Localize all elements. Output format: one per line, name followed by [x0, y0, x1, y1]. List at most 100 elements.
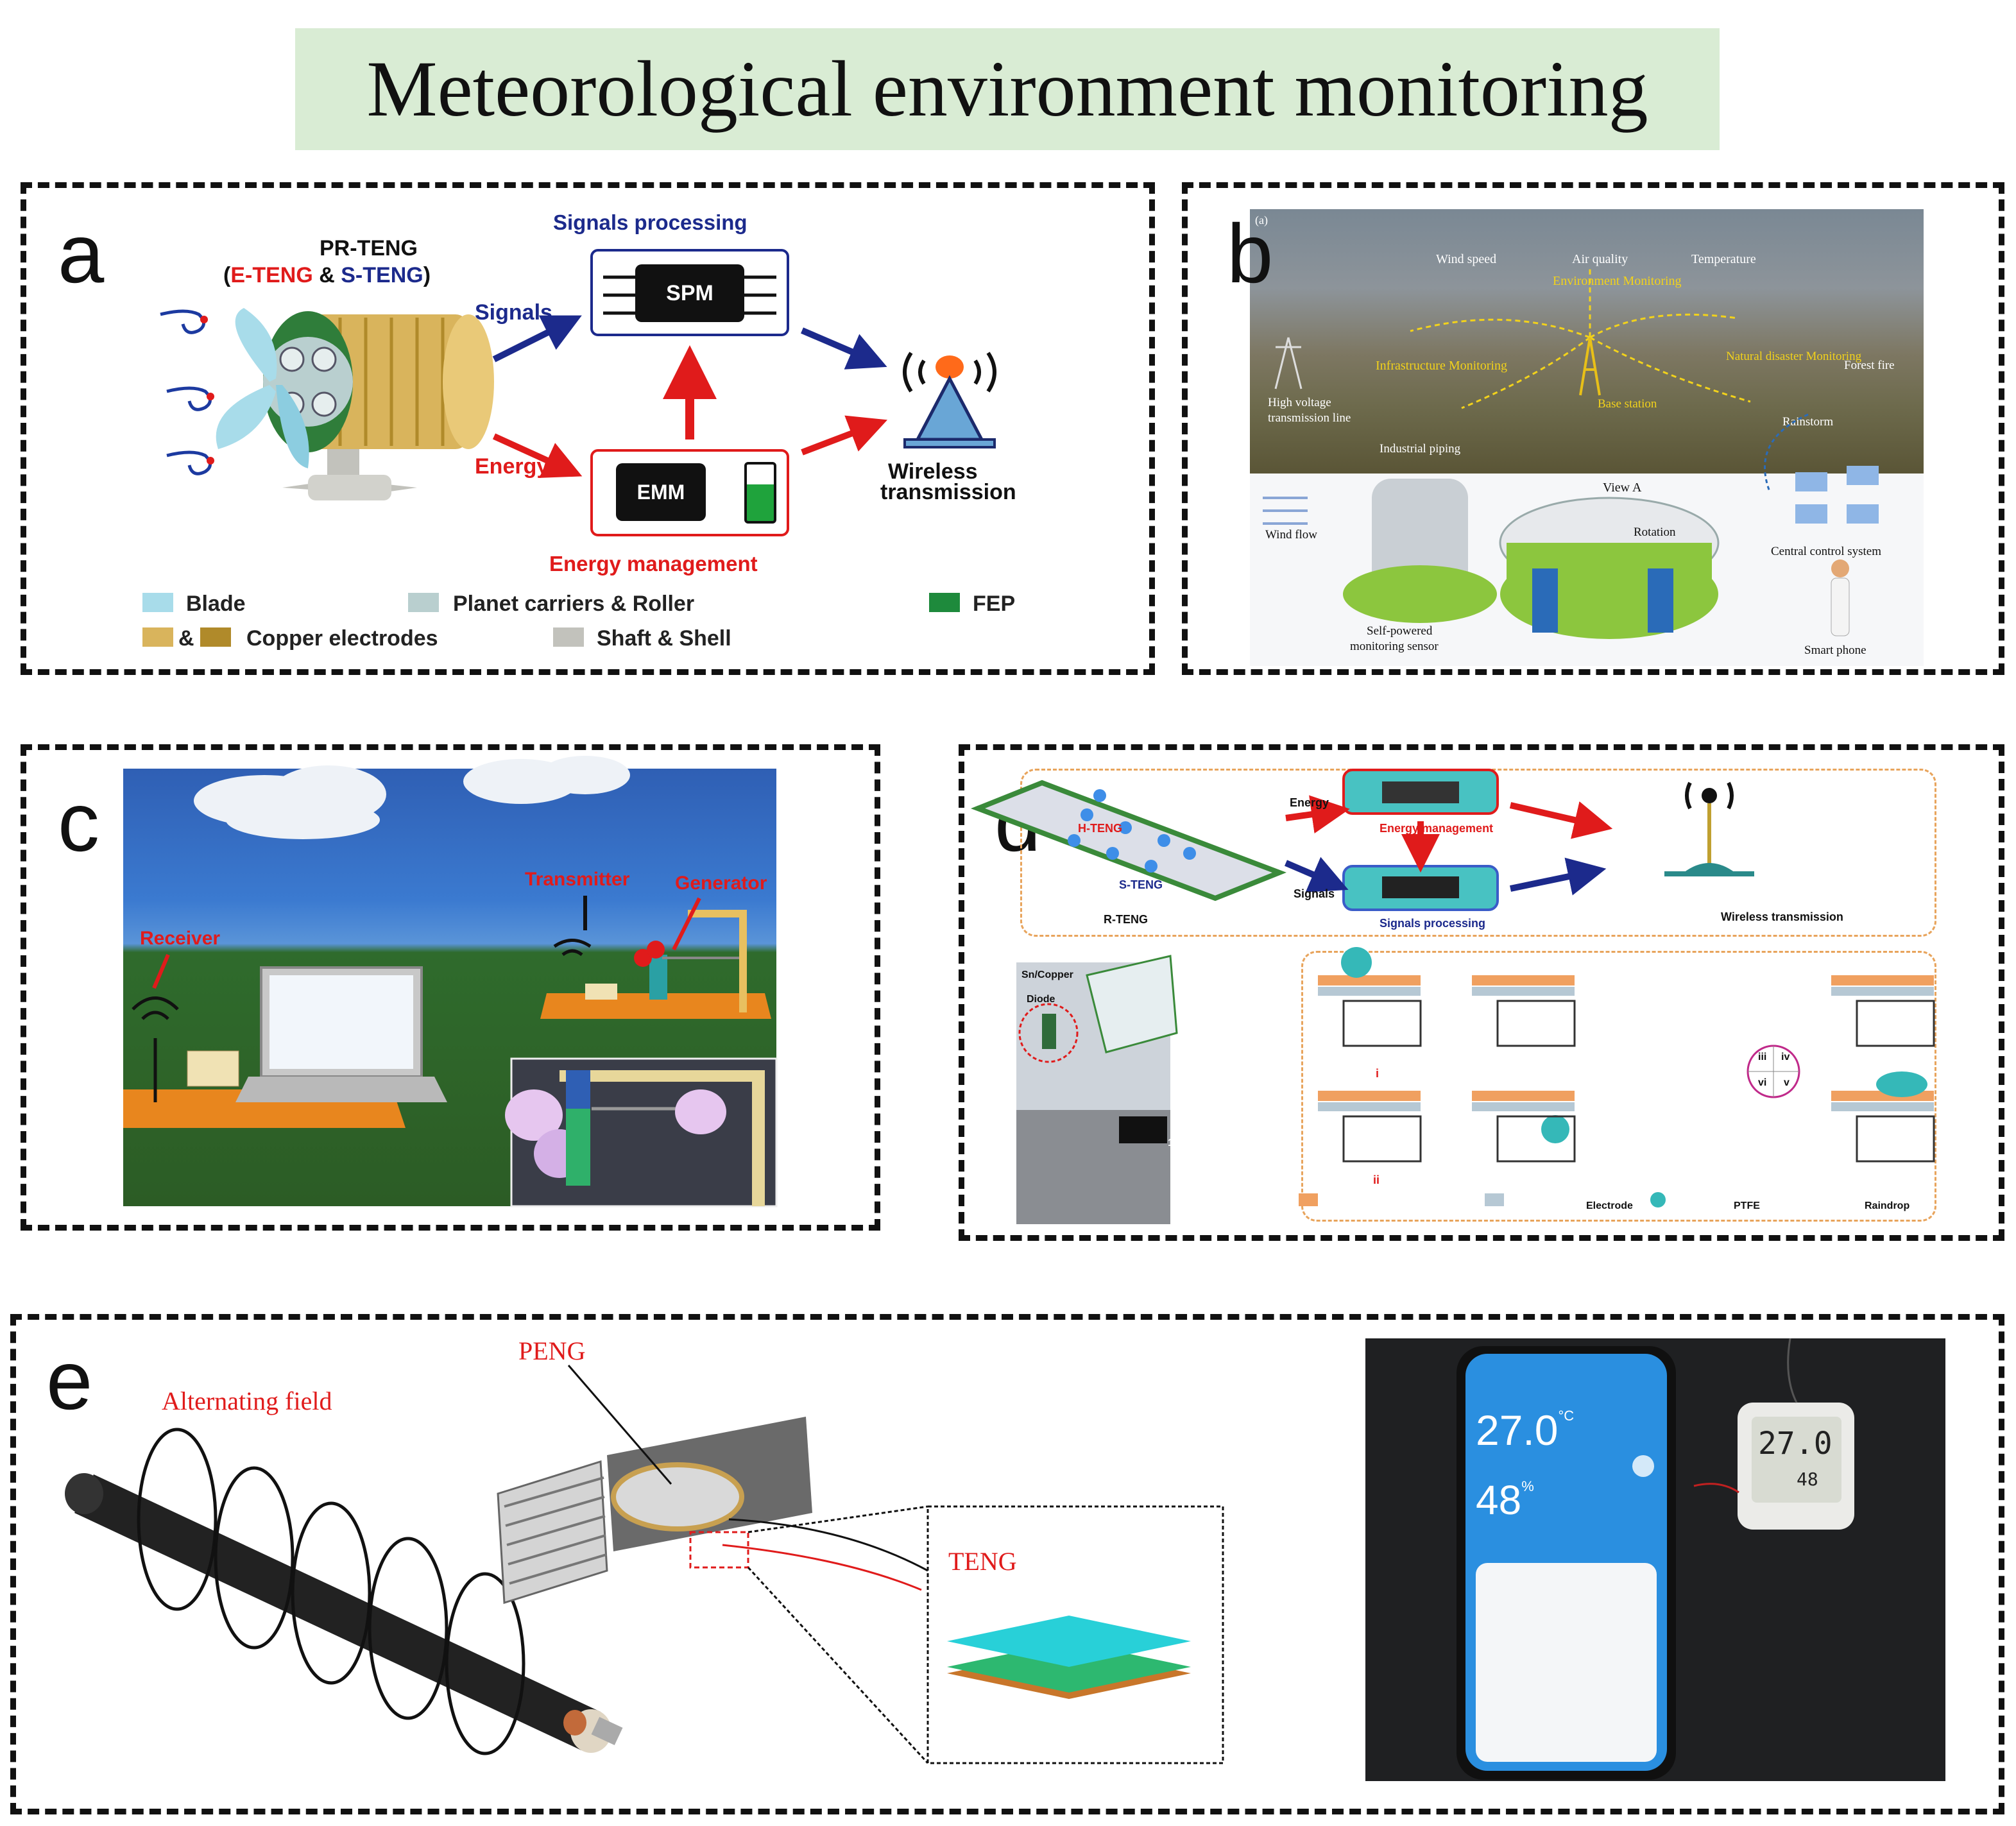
panel-b-sub-label: (a): [1255, 214, 1268, 226]
wireless-icon-d: [1664, 781, 1754, 876]
environment-monitoring-label: Environment Monitoring: [1553, 274, 1682, 288]
signals-processing-label: Signals processing: [553, 210, 747, 234]
forest-fire-label: Forest fire: [1844, 359, 1895, 372]
rotation-label: Rotation: [1634, 525, 1676, 539]
panel-a: [21, 182, 1155, 675]
sensor-cable: [1693, 1338, 1798, 1494]
figure-title: Meteorological environment monitoring: [366, 45, 1648, 133]
scale-bar-label: 5 μm: [1224, 1185, 1245, 1195]
panel-e-label: e: [46, 1333, 93, 1427]
rainstorm-label: Rainstorm: [1782, 415, 1834, 429]
legend-swatch-fep: [929, 593, 960, 612]
wireless-line1: Wireless: [888, 459, 978, 484]
teng-inset-box: [927, 1505, 1224, 1764]
panel-c-pointers: [152, 896, 701, 989]
central-control-icon: [1795, 466, 1879, 524]
legend-copper: Copper electrodes: [246, 626, 438, 651]
temperature-label: Temperature: [1691, 252, 1756, 266]
phone-temperature: 27.0°C: [1476, 1406, 1575, 1454]
legend-swatch-blade: [142, 593, 173, 612]
phone-screen: [1465, 1354, 1667, 1771]
base-station-label: Base station: [1598, 397, 1657, 411]
wind-speed-label: Wind speed: [1436, 252, 1497, 266]
spm-text: SPM: [666, 280, 713, 305]
natural-disaster-label: Natural disaster Monitoring: [1726, 350, 1862, 363]
roman-v: v: [1784, 1077, 1790, 1088]
phone-toggle-icon[interactable]: [1632, 1455, 1654, 1477]
emm-box: [590, 449, 789, 536]
wireless-tower-icon: [903, 352, 996, 448]
sensor-humidity: 48: [1797, 1469, 1818, 1490]
panel-b: [1182, 182, 2004, 675]
laptop-icon: [235, 966, 447, 1102]
wind-flow-icon: [1263, 497, 1308, 525]
panel-b-label: b: [1227, 207, 1274, 300]
base-station-icon: [1579, 337, 1601, 396]
roman-vi: vi: [1758, 1077, 1767, 1088]
d-energy-management-label: Energy management: [1380, 822, 1494, 835]
roman-iii: iii: [1758, 1052, 1767, 1062]
self-powered-line2: monitoring sensor: [1350, 640, 1439, 653]
cable-icon: [65, 1473, 623, 1753]
wind-flow-label: Wind flow: [1265, 528, 1318, 542]
legend-electrode: Electrode: [1586, 1200, 1633, 1211]
legend-copper-amp: &: [178, 626, 194, 651]
legend-swatch-shaft: [553, 627, 584, 647]
battery-icon: [744, 462, 776, 524]
air-quality-label: Air quality: [1572, 252, 1628, 266]
wireless-line2: transmission: [880, 480, 1016, 504]
panel-c-drawing: [123, 756, 778, 1207]
panel-d-bottom-box: [1301, 951, 1936, 1222]
pr-teng-subtitle: (E-TENG & S-TENG): [223, 263, 431, 287]
sn-copper-label: Sn/Copper: [1021, 969, 1073, 980]
sensor-temperature: 27.0: [1758, 1426, 1832, 1462]
diode-label: Diode: [1027, 994, 1055, 1005]
teng-label: TENG: [948, 1547, 1017, 1576]
legend-raindrop: Raindrop: [1865, 1200, 1910, 1211]
receiver-label: Receiver: [140, 928, 221, 949]
cloud-icon: [194, 756, 630, 839]
legend-swatch-planet: [408, 593, 439, 612]
d-wireless-label: Wireless transmission: [1721, 910, 1843, 923]
contact-angle-label: 111.7°: [1168, 1138, 1197, 1148]
panel-c: [21, 744, 880, 1231]
panel-e: [10, 1314, 2004, 1814]
panel-d: [959, 744, 2004, 1241]
panel-e-drawing: [65, 1365, 1224, 1764]
energy-management-label: Energy management: [549, 552, 758, 576]
d-signals-processing-label: Signals processing: [1380, 917, 1486, 930]
phone-humidity: 48%: [1476, 1477, 1534, 1523]
industrial-piping-label: Industrial piping: [1380, 442, 1461, 456]
transmitter-label: Transmitter: [525, 869, 630, 890]
d-signals-label: Signals: [1294, 887, 1335, 900]
panel-b-network: [1263, 267, 1879, 639]
sensor-screen: [1752, 1417, 1841, 1503]
title-banner: Meteorological environment monitoring: [295, 28, 1720, 150]
spm-pins: [603, 275, 776, 315]
roman-i: i: [1376, 1067, 1380, 1080]
emm-text: EMM: [636, 480, 685, 504]
r-teng-label: R-TENG: [1104, 913, 1148, 926]
mechanism-cells: [1318, 947, 1934, 1143]
h-teng-label: H-TENG: [1078, 822, 1122, 835]
heat-sink-icon: [497, 1460, 608, 1605]
spm-chip: SPM: [635, 264, 744, 322]
s-teng-label: S-TENG: [1119, 878, 1163, 891]
self-powered-line1: Self-powered: [1367, 624, 1433, 638]
legend-swatch-copper1: [142, 627, 173, 647]
panel-c-label: c: [58, 775, 99, 869]
pr-teng-label: PR-TENG: [320, 236, 418, 260]
high-voltage-line1: High voltage: [1268, 396, 1331, 409]
emm-chip: EMM: [616, 463, 706, 521]
peng-label: PENG: [518, 1336, 586, 1365]
roman-ii: ii: [1373, 1173, 1380, 1186]
panel-a-label: a: [58, 207, 105, 300]
phone-card: [1476, 1563, 1657, 1762]
infrastructure-monitoring-label: Infrastructure Monitoring: [1376, 359, 1507, 373]
legend-swatch-copper2: [200, 627, 231, 647]
panel-a-arrows: [492, 315, 888, 478]
high-voltage-line2: transmission line: [1268, 411, 1351, 425]
legend-shaft: Shaft & Shell: [597, 626, 731, 651]
generator-label: Generator: [675, 873, 767, 894]
smart-phone-label: Smart phone: [1804, 644, 1867, 657]
